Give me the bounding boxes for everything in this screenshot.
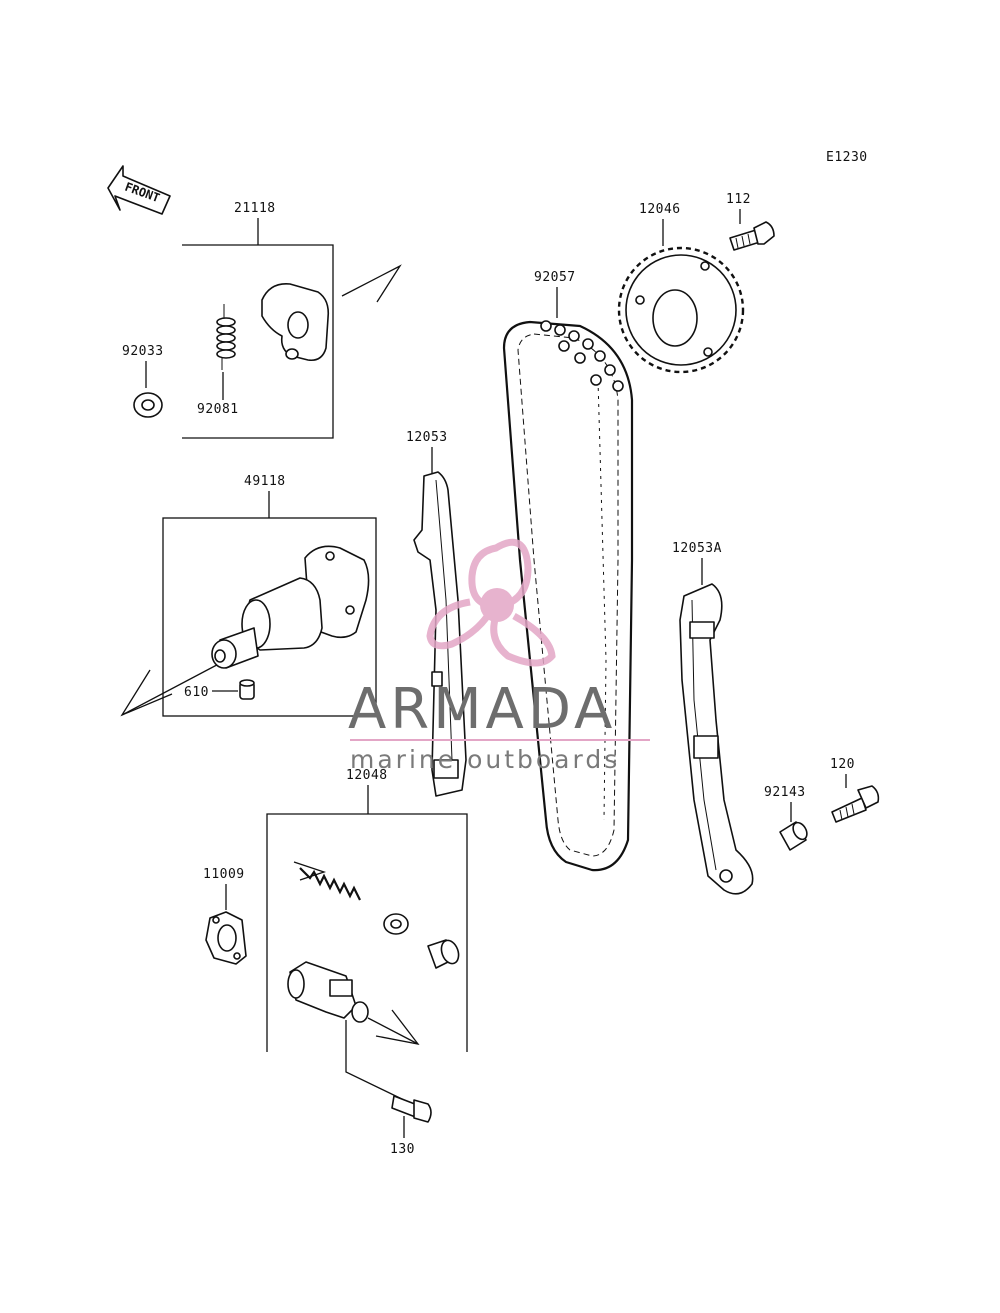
washer-part [133,392,163,418]
group-box-21118 [182,244,334,439]
label-92143: 92143 [764,785,806,800]
tensioner-spring-part [299,867,361,901]
label-92081: 92081 [197,402,239,417]
label-92057: 92057 [534,270,576,285]
bolt-130-part [391,1095,432,1123]
chain-guide-rear-part [679,583,754,895]
label-49118: 49118 [244,474,286,489]
pin-part [239,679,255,700]
watermark-subtitle: marine outboards [350,745,620,774]
label-610: 610 [184,685,209,700]
tensioner-washer-part [383,913,409,935]
watermark-logo [426,538,556,667]
gasket-part [205,911,247,965]
cam-lever-part [261,283,330,362]
group-box-12048 [266,813,468,1052]
label-12053: 12053 [406,430,448,445]
label-11009: 11009 [203,867,245,882]
label-120: 120 [830,757,855,772]
label-12048: 12048 [346,768,388,783]
group-box-49118 [162,517,377,717]
chain-guide-front-part [413,471,467,797]
label-12046: 12046 [639,202,681,217]
label-21118: 21118 [234,201,276,216]
diagram-code: E1230 [826,150,868,165]
collar-part [779,821,808,851]
bolt-120-part [831,785,880,823]
camshaft-part [211,545,370,669]
tensioner-plug-part [427,939,460,969]
front-arrow-icon: FRONT [107,165,171,215]
spring-part [216,304,236,370]
bolt-112-part [729,221,775,251]
label-130: 130 [390,1142,415,1157]
watermark-title: ARMADA [348,677,616,742]
label-92033: 92033 [122,344,164,359]
tensioner-body-part [287,961,369,1023]
sprocket-part [617,246,745,374]
label-12053a: 12053A [672,541,722,556]
label-112: 112 [726,192,751,207]
